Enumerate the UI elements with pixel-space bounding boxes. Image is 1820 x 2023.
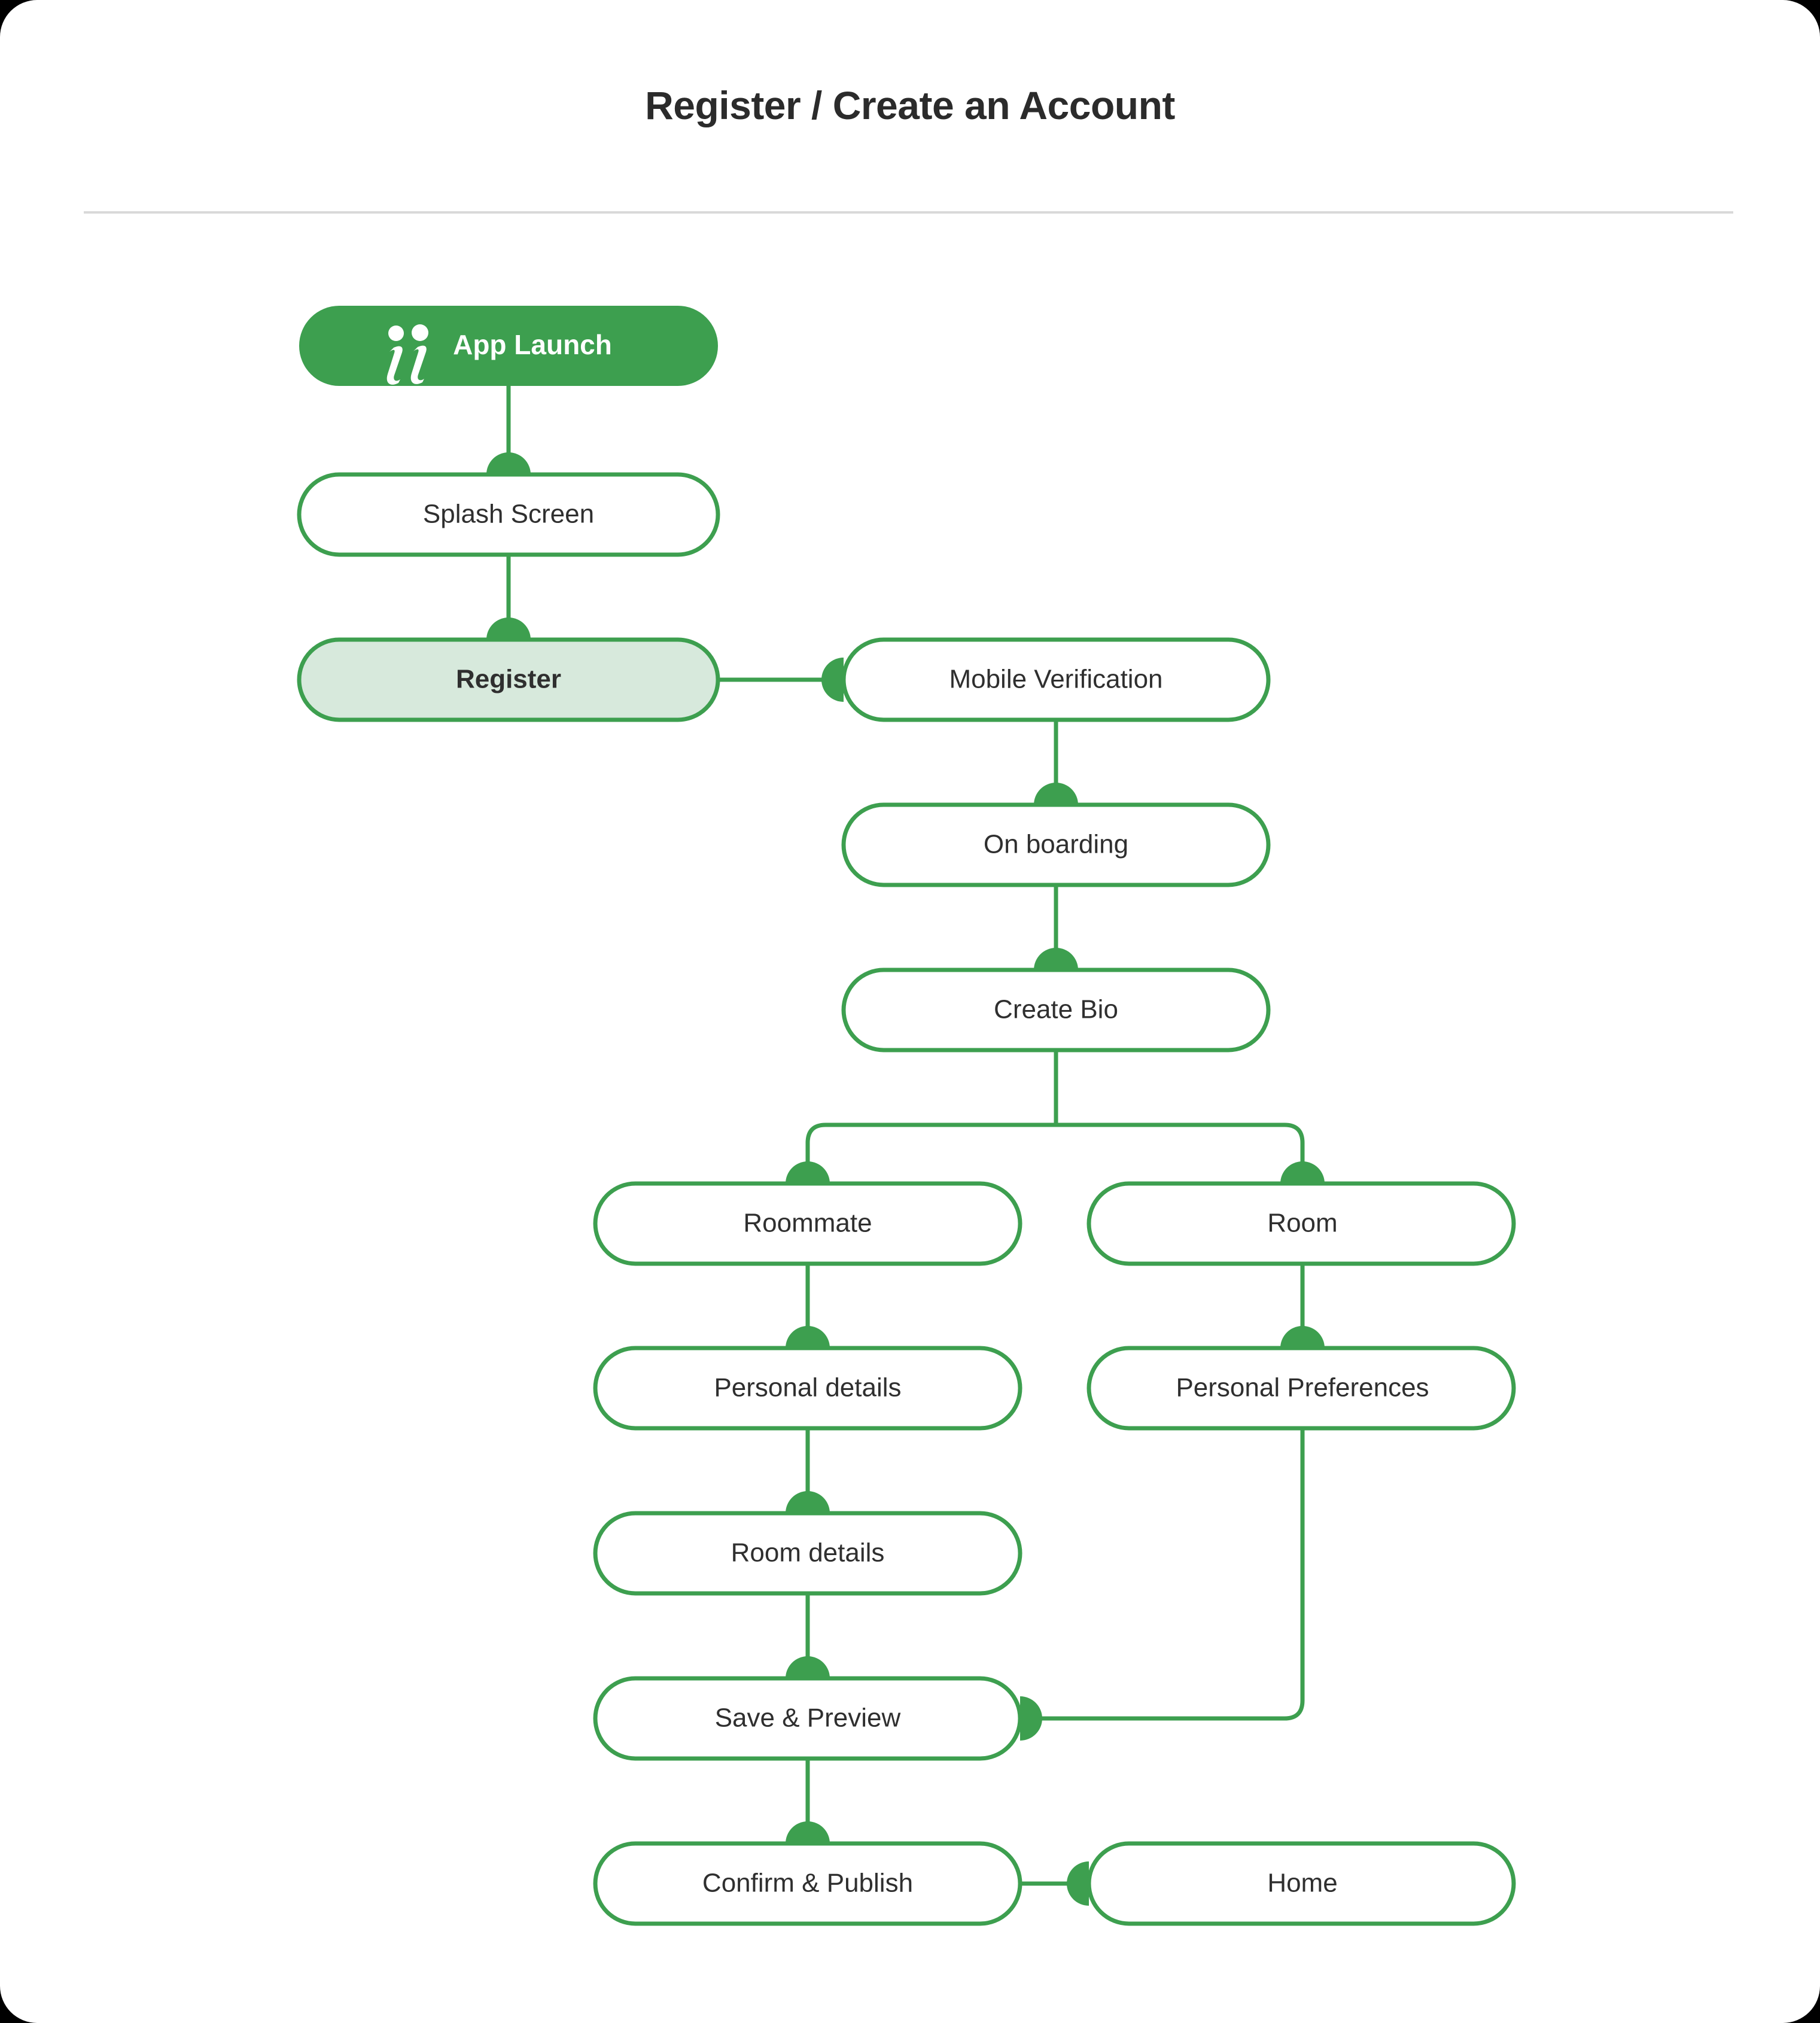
node-save-preview[interactable]: Save & Preview [593,1656,1042,1761]
node-label: Confirm & Publish [702,1869,913,1898]
node-on-boarding[interactable]: On boarding [841,783,1271,887]
connector-dot-room-details-top [786,1491,830,1513]
node-roommate[interactable]: Roommate [593,1161,1022,1266]
node-label: Save & Preview [715,1703,901,1733]
node-label: Register [456,665,561,694]
node-app-launch[interactable]: App Launch [299,306,718,386]
connector-dot-mobile-verification-left [821,658,844,702]
node-room-details[interactable]: Room details [593,1491,1022,1596]
connector-dot-on-boarding-top [1034,783,1078,805]
connector-dot-create-bio-top [1034,948,1078,970]
edge-branch-bus-to-roommate [805,1122,1056,1184]
node-label: Splash Screen [423,500,594,529]
node-splash-screen[interactable]: Splash Screen [297,452,720,557]
node-label: Mobile Verification [949,665,1162,694]
title-divider [84,211,1733,214]
node-label: Personal details [714,1373,901,1403]
connector-dot-room-top [1280,1161,1325,1184]
edge-layer [506,386,1305,1886]
node-confirm-publish[interactable]: Confirm & Publish [593,1821,1022,1926]
node-layer: App Launch Splash Screen Register Mobile… [297,306,1516,1926]
connector-dot-register-top [486,617,531,640]
node-room[interactable]: Room [1086,1161,1516,1266]
node-label: Personal Preferences [1176,1373,1429,1403]
connector-dot-personal-preferences-top [1280,1326,1325,1348]
node-label: Home [1267,1869,1337,1898]
edge-personal-preferences-to-save-preview [1020,1428,1305,1721]
ii-logo-icon [386,324,428,385]
node-register[interactable]: Register [297,617,720,722]
node-personal-preferences[interactable]: Personal Preferences [1086,1326,1516,1431]
page-title: Register / Create an Account [645,83,1175,127]
node-label: Roommate [743,1209,872,1238]
connector-dot-personal-details-top [786,1326,830,1348]
connector-dot-splash-screen-top [486,452,531,474]
node-personal-details[interactable]: Personal details [593,1326,1022,1431]
connector-dot-save-preview-top [786,1656,830,1678]
node-label: On boarding [984,830,1128,859]
node-home[interactable]: Home [1067,1841,1516,1926]
connector-dot-save-preview-right [1020,1696,1042,1741]
connector-dot-confirm-publish-top [786,1821,830,1843]
node-create-bio[interactable]: Create Bio [841,948,1271,1052]
edge-branch-bus-to-room [1056,1122,1305,1184]
node-label: App Launch [453,329,612,360]
node-mobile-verification[interactable]: Mobile Verification [821,637,1271,722]
node-label: Room [1267,1209,1337,1238]
node-label: Room details [731,1538,885,1568]
node-label: Create Bio [994,995,1118,1024]
connector-dot-home-left [1067,1861,1089,1906]
connector-dot-roommate-top [786,1161,830,1184]
